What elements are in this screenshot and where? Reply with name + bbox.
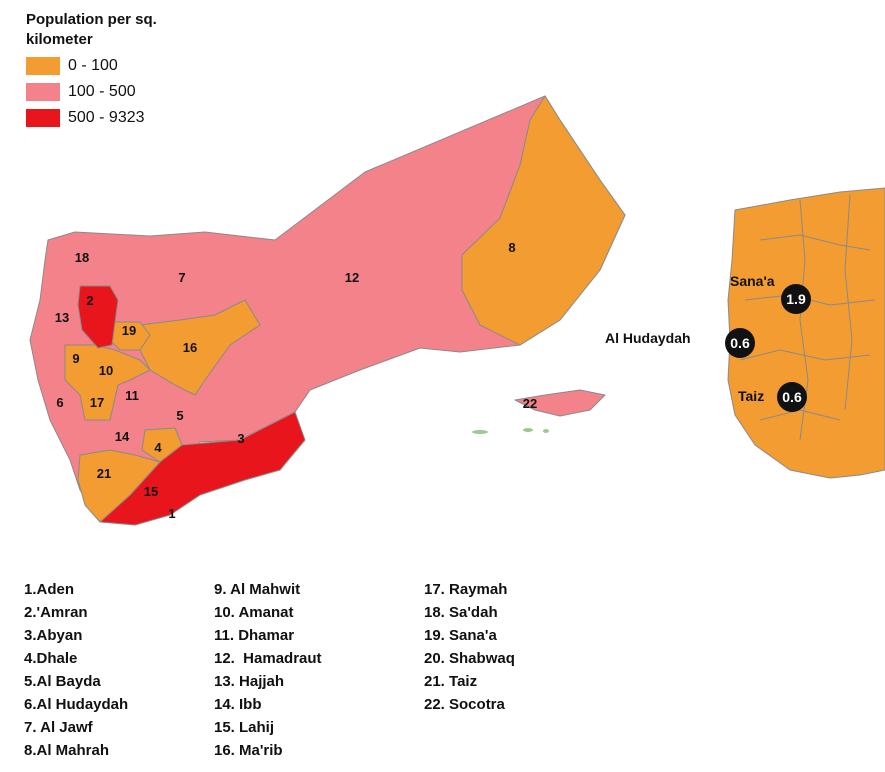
legend-swatch-low: [26, 57, 60, 75]
key-item: 6.Al Hudaydah: [24, 696, 129, 713]
map-label-8: 8: [508, 240, 515, 255]
inset-region: [727, 187, 885, 479]
key-item: 19. Sana'a: [424, 627, 497, 644]
key-item: 12. Hamadraut: [214, 650, 322, 667]
key-column-2: 9. Al Mahwit 10. Amanat 11. Dhamar 12. H…: [214, 578, 424, 762]
islet: [472, 430, 488, 434]
key-item: 10. Amanat: [214, 604, 294, 621]
key-item: 3.Abyan: [24, 627, 83, 644]
region-16: [139, 299, 261, 396]
city-name-sanaa: Sana'a: [730, 273, 775, 289]
key-item: 1.Aden: [24, 581, 75, 598]
key-item: 9. Al Mahwit: [214, 581, 301, 598]
city-name-taiz: Taiz: [738, 388, 764, 404]
governorate-map: 18 7 12 8 2 13 19 16 9 10 11 6 17 5 14 4…: [29, 95, 885, 526]
key-item: 20. Shabwaq: [424, 650, 515, 667]
key-item: 2.'Amran: [24, 604, 88, 621]
key-item: 22. Socotra: [424, 696, 505, 713]
region-9-10-17: [64, 344, 151, 421]
map-label-7: 7: [178, 270, 185, 285]
city-bubble-al-hudaydah: [725, 328, 755, 358]
legend-title: Population per sq. kilometer: [26, 11, 157, 48]
governorate-key: 1.Aden 2.'Amran 3.Abyan 4.Dhale 5.Al Bay…: [24, 578, 624, 762]
legend-swatch-mid: [26, 83, 60, 101]
key-item: 5.Al Bayda: [24, 673, 101, 690]
region-2: [77, 285, 119, 349]
map-label-6: 6: [56, 395, 63, 410]
key-column-3: 17. Raymah 18. Sa'dah 19. Sana'a 20. Sha…: [424, 578, 624, 762]
key-item: 11. Dhamar: [214, 627, 295, 644]
legend-item-high: 500 - 9323: [26, 108, 186, 128]
key-item: 13. Hajjah: [214, 673, 285, 690]
map-label-11: 11: [125, 388, 139, 403]
map-label-15: 15: [144, 484, 158, 499]
legend: Population per sq. kilometer 0 - 100 100…: [26, 10, 186, 128]
legend-item-mid: 100 - 500: [26, 82, 186, 102]
region-21: [77, 449, 161, 523]
region-base: [29, 95, 626, 523]
city-value-sanaa: 1.9: [786, 291, 806, 307]
map-label-3: 3: [237, 431, 244, 446]
map-label-12: 12: [345, 270, 359, 285]
map-label-17: 17: [90, 395, 104, 410]
key-item: 7. Al Jawf: [24, 719, 93, 736]
map-label-10: 10: [99, 363, 113, 378]
islet: [543, 429, 549, 433]
key-item: 14. Ibb: [214, 696, 262, 713]
legend-label-mid: 100 - 500: [68, 83, 136, 100]
legend-item-low: 0 - 100: [26, 56, 186, 76]
map-label-22: 22: [523, 396, 537, 411]
map-label-14: 14: [115, 429, 130, 444]
key-column-1: 1.Aden 2.'Amran 3.Abyan 4.Dhale 5.Al Bay…: [24, 578, 214, 762]
legend-swatch-high: [26, 109, 60, 127]
key-item: 15. Lahij: [214, 719, 275, 736]
region-22: [514, 389, 606, 417]
key-item: 4.Dhale: [24, 650, 78, 667]
inset-borders: [739, 194, 876, 441]
legend-label-low: 0 - 100: [68, 57, 118, 74]
islet: [523, 428, 533, 432]
city-value-taiz: 0.6: [782, 389, 802, 405]
key-item: 21. Taiz: [424, 673, 478, 690]
key-item: 16. Ma'rib: [214, 742, 283, 759]
city-bubble-sanaa: [781, 284, 811, 314]
key-item: 8.Al Mahrah: [24, 742, 110, 759]
legend-label-high: 500 - 9323: [68, 109, 145, 126]
map-label-1: 1: [168, 506, 175, 521]
map-label-18: 18: [75, 250, 89, 265]
map-label-9: 9: [72, 351, 79, 366]
key-item: 17. Raymah: [424, 581, 508, 598]
city-name-al-hudaydah: Al Hudaydah: [605, 330, 691, 346]
city-bubble-taiz: [777, 382, 807, 412]
region-8: [461, 95, 626, 346]
map-label-4: 4: [154, 440, 162, 455]
map-label-5: 5: [176, 408, 183, 423]
key-item: 18. Sa'dah: [424, 604, 498, 621]
map-label-21: 21: [97, 466, 111, 481]
map-label-2: 2: [86, 293, 93, 308]
map-label-13: 13: [55, 310, 69, 325]
city-value-al-hudaydah: 0.6: [730, 335, 750, 351]
map-label-19: 19: [122, 323, 136, 338]
map-label-16: 16: [183, 340, 197, 355]
